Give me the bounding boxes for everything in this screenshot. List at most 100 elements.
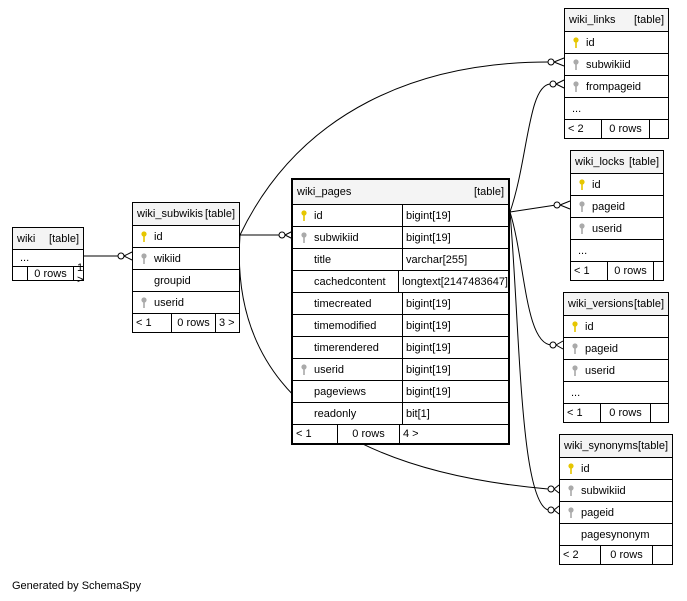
column-row[interactable]: timemodified bigint[19] bbox=[293, 315, 508, 337]
column-name: id bbox=[585, 320, 594, 333]
column-row[interactable]: pageid bbox=[560, 502, 672, 524]
column-type: varchar[255] bbox=[402, 249, 508, 270]
table-kind: [table] bbox=[638, 440, 668, 452]
table-name: wiki_versions bbox=[568, 298, 634, 310]
row-count: 0 rows bbox=[600, 546, 652, 564]
column-name: userid bbox=[592, 222, 622, 235]
link-pages-links bbox=[509, 83, 551, 213]
parent-count: < 1 bbox=[136, 317, 152, 329]
column-row[interactable]: id bbox=[565, 32, 668, 54]
column-name: pageid bbox=[592, 200, 626, 213]
parent-count: < 1 bbox=[567, 407, 583, 419]
generator-caption: Generated by SchemaSpy bbox=[12, 580, 142, 592]
column-type: bigint[19] bbox=[402, 381, 508, 402]
column-row[interactable]: ... bbox=[565, 98, 668, 120]
table-name: wiki_pages bbox=[297, 186, 352, 198]
table-kind: [table] bbox=[634, 298, 664, 310]
table-header: wiki_pages [table] bbox=[293, 180, 508, 205]
foreign-key-icon bbox=[137, 296, 151, 309]
foreign-key-icon bbox=[564, 484, 578, 497]
column-name: id bbox=[314, 209, 323, 222]
foreign-key-icon bbox=[575, 222, 589, 235]
column-name: timerendered bbox=[314, 341, 379, 354]
column-name: timemodified bbox=[314, 319, 377, 332]
column-row[interactable]: pageid bbox=[564, 338, 668, 360]
column-row[interactable]: userid bbox=[133, 292, 239, 314]
column-row[interactable]: pageid bbox=[571, 196, 663, 218]
table-name: wiki_links bbox=[569, 14, 616, 26]
foreign-key-icon bbox=[575, 200, 589, 213]
table-kind: [table] bbox=[205, 208, 235, 220]
crowfoot bbox=[555, 79, 565, 89]
parent-count bbox=[13, 267, 27, 280]
foreign-key-icon bbox=[569, 58, 583, 71]
link-pages-versions bbox=[509, 211, 553, 346]
foreign-key-icon bbox=[137, 252, 151, 265]
column-row[interactable]: id bbox=[564, 316, 668, 338]
column-row[interactable]: id bigint[19] bbox=[293, 205, 508, 227]
column-type: bigint[19] bbox=[402, 293, 508, 314]
link-end-circle bbox=[278, 231, 286, 239]
row-count: 0 rows bbox=[601, 120, 649, 138]
column-name: userid bbox=[314, 363, 344, 376]
column-row[interactable]: id bbox=[560, 458, 672, 480]
column-row[interactable]: userid bbox=[564, 360, 668, 382]
column-row[interactable]: subwikiid bbox=[565, 54, 668, 76]
link-pages-synonyms bbox=[509, 211, 549, 511]
table-kind: [table] bbox=[474, 186, 504, 198]
table-wiki_synonyms[interactable]: wiki_synonyms[table]id subwikiid pageid pag… bbox=[559, 434, 673, 565]
table-header: wiki_synonyms[table] bbox=[560, 435, 672, 458]
crowfoot bbox=[123, 251, 133, 261]
child-count bbox=[652, 546, 674, 564]
table-wiki_versions[interactable]: wiki_versions[table] id pageid userid... < 1… bbox=[563, 292, 669, 423]
row-count: 0 rows bbox=[337, 425, 399, 443]
primary-key-icon bbox=[569, 36, 583, 49]
crowfoot bbox=[559, 200, 571, 210]
foreign-key-icon bbox=[297, 231, 311, 244]
foreign-key-icon bbox=[568, 342, 582, 355]
column-name: id bbox=[592, 178, 601, 191]
column-name: pageid bbox=[581, 506, 615, 519]
column-row[interactable]: groupid bbox=[133, 270, 239, 292]
column-row[interactable]: pagesynonym bbox=[560, 524, 672, 546]
column-name: groupid bbox=[154, 274, 191, 287]
column-row[interactable]: frompageid bbox=[565, 76, 668, 98]
table-name: wiki_subwikis bbox=[137, 208, 204, 220]
column-row[interactable]: subwikiid bbox=[560, 480, 672, 502]
column-type: bigint[19] bbox=[402, 205, 508, 226]
column-row[interactable]: id bbox=[133, 226, 239, 248]
column-type: bigint[19] bbox=[402, 359, 508, 380]
child-count bbox=[650, 404, 670, 422]
column-type: bigint[19] bbox=[402, 315, 508, 336]
column-name: subwikiid bbox=[581, 484, 626, 497]
column-row[interactable]: ... bbox=[571, 240, 663, 262]
column-row[interactable]: timecreated bigint[19] bbox=[293, 293, 508, 315]
column-row[interactable]: ... bbox=[564, 382, 668, 404]
column-name: id bbox=[586, 36, 595, 49]
column-name: timecreated bbox=[314, 297, 372, 310]
column-row[interactable]: id bbox=[571, 174, 663, 196]
link-end-circle bbox=[549, 80, 557, 88]
column-row[interactable]: ... bbox=[13, 250, 83, 267]
column-row[interactable]: userid bbox=[571, 218, 663, 240]
column-name: pagesynonym bbox=[581, 528, 650, 541]
column-row[interactable]: wikiid bbox=[133, 248, 239, 270]
column-name: userid bbox=[585, 364, 615, 377]
foreign-key-icon bbox=[568, 364, 582, 377]
primary-key-icon bbox=[575, 178, 589, 191]
column-name: id bbox=[581, 462, 590, 475]
column-name: ... bbox=[20, 252, 30, 264]
column-row[interactable]: userid bigint[19] bbox=[293, 359, 508, 381]
